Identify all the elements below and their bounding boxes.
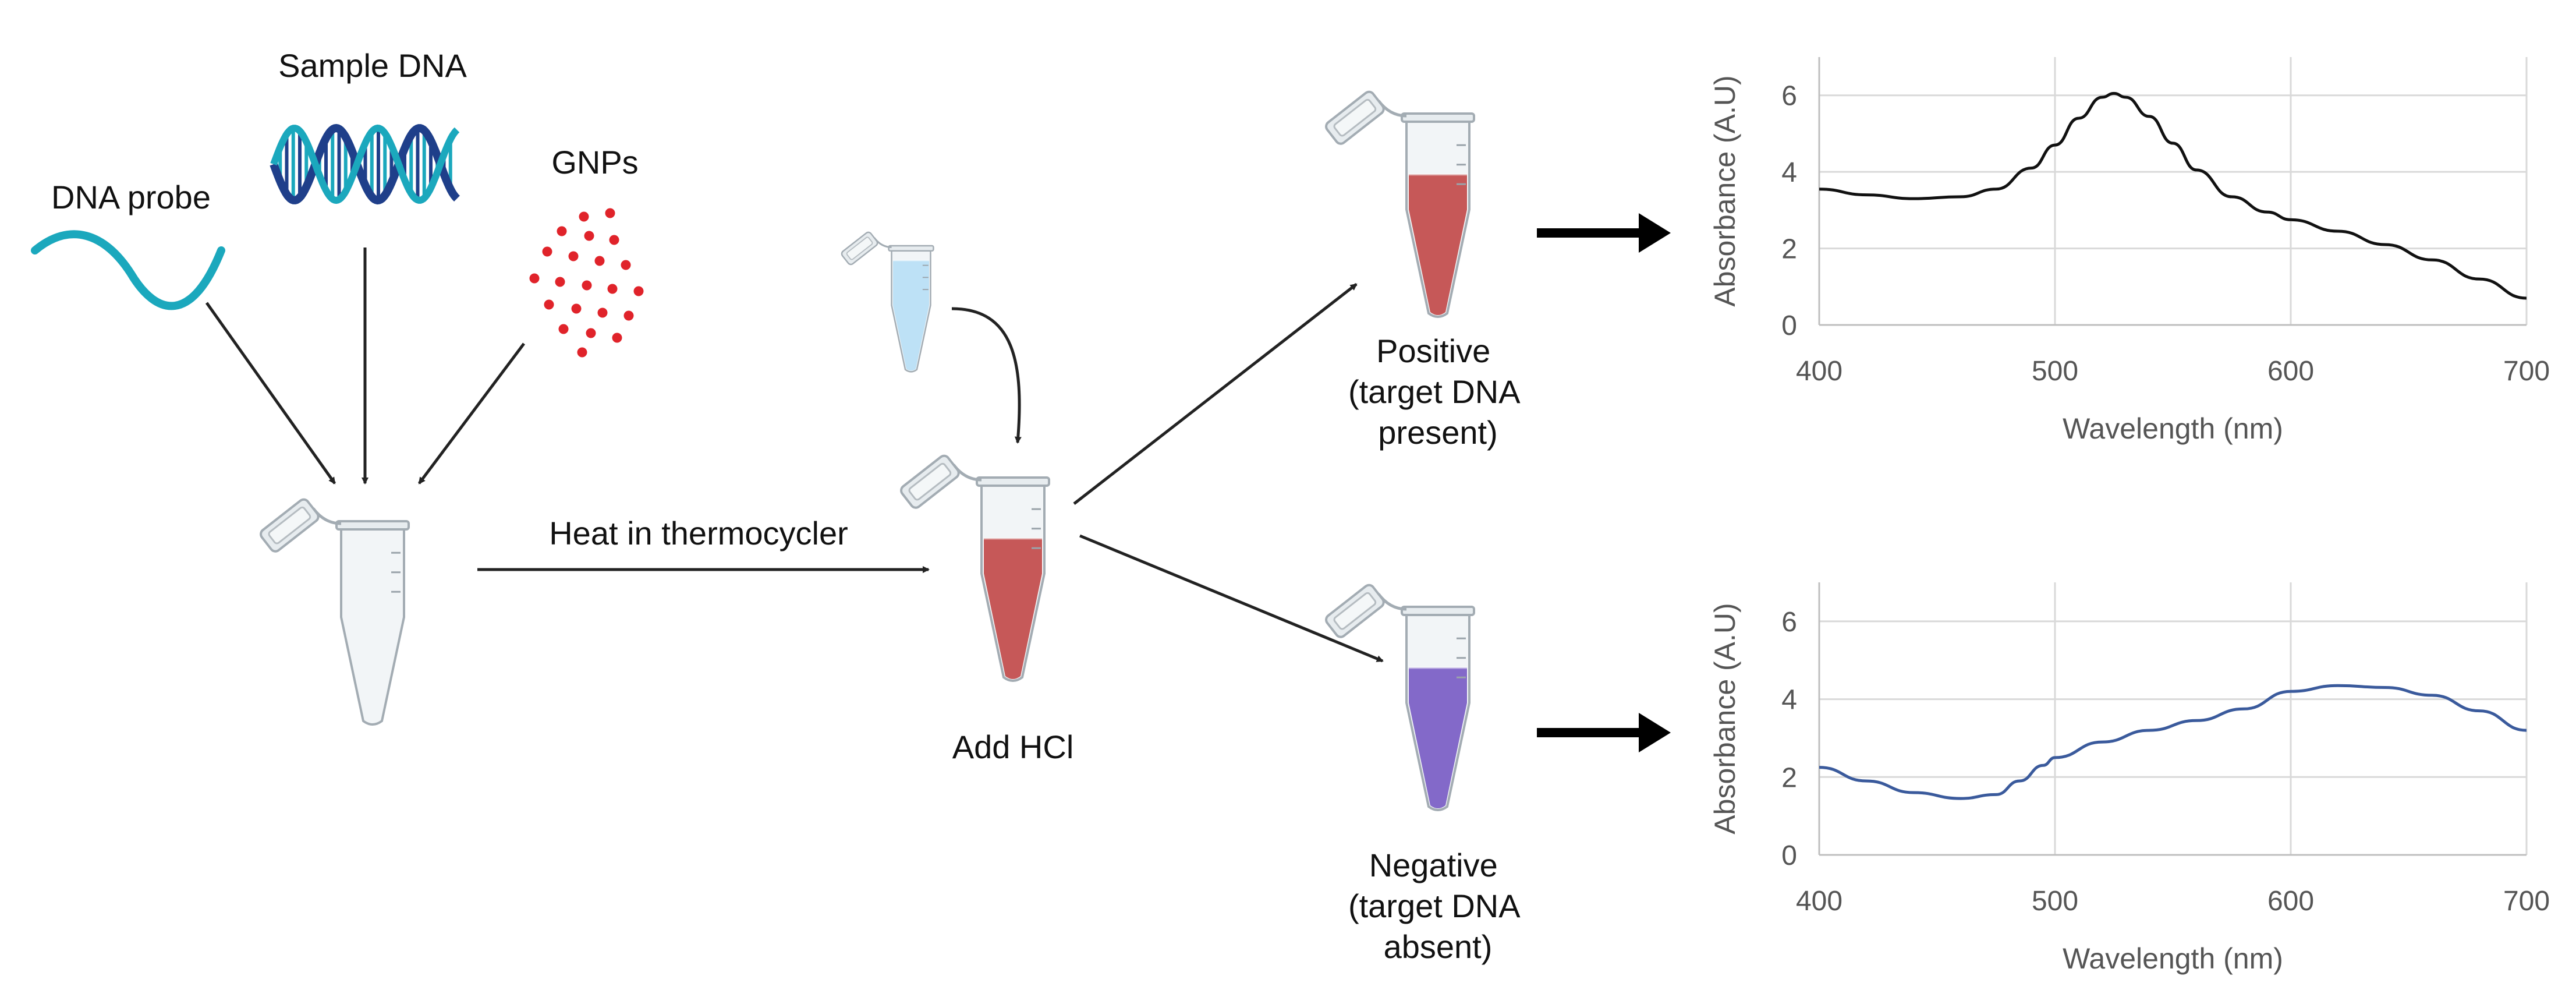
y-axis-title: Absorbance (A.U): [1709, 75, 1741, 306]
positive-tube-icon: [1325, 90, 1475, 318]
gnp-dot: [594, 256, 605, 266]
positive-label: Positive (target DNA present): [1348, 333, 1528, 451]
absorbance-series-line: [1819, 91, 2527, 300]
y-axis-title: Absorbance (A.U): [1709, 603, 1741, 834]
lid-plug: [268, 506, 311, 545]
gnp-dot: [605, 208, 615, 218]
sample-dna-label: Sample DNA: [278, 47, 467, 84]
x-tick-label: 400: [1796, 886, 1842, 917]
arrow-to-negative: [1079, 534, 1384, 663]
y-tick-label: 2: [1781, 234, 1797, 265]
gnps-label: GNPs: [551, 144, 638, 181]
lid-plug: [1333, 592, 1377, 630]
gnp-dot: [577, 347, 587, 358]
gnp-dot: [609, 235, 619, 245]
tube-solution: [1409, 174, 1467, 315]
y-tick-label: 4: [1781, 685, 1797, 716]
negative-tube-icon: [1325, 584, 1475, 811]
arrow-to-negative-chart: [1537, 713, 1671, 752]
positive-label-line2: (target DNA: [1348, 373, 1521, 410]
gnp-dot: [612, 333, 622, 343]
negative-label-line2: (target DNA: [1348, 888, 1521, 924]
negative-label: Negative (target DNA absent): [1348, 847, 1528, 965]
gnp-dot: [579, 211, 589, 222]
x-tick-label: 500: [2032, 886, 2078, 917]
arrow-hcl-curve: [951, 307, 1022, 444]
positive-label-line1: Positive: [1376, 333, 1490, 369]
tube-rim: [1401, 112, 1475, 123]
heat-label: Heat in thermocycler: [549, 515, 848, 552]
gnp-dot: [529, 273, 540, 284]
x-tick-label: 500: [2032, 356, 2078, 387]
x-axis-title: Wavelength (nm): [2063, 412, 2283, 445]
y-tick-label: 6: [1781, 607, 1797, 638]
x-tick-label: 700: [2503, 356, 2550, 387]
y-tick-label: 6: [1781, 81, 1797, 112]
tube-body: [340, 528, 405, 726]
tube-solution: [984, 538, 1042, 679]
x-tick-label: 600: [2267, 886, 2314, 917]
gnp-dot: [557, 226, 567, 236]
hcl-tube-icon: [841, 231, 934, 373]
gnp-dot: [586, 328, 596, 338]
gnps-dots-icon: [529, 208, 644, 358]
x-tick-label: 400: [1796, 356, 1842, 387]
arrow-to-positive: [1073, 283, 1358, 505]
positive-label-line3: present): [1378, 414, 1497, 451]
gnp-dot: [582, 280, 592, 291]
arrow-probe-to-tube: [205, 302, 336, 485]
tube-rim: [335, 520, 410, 531]
dna-helix-icon: [270, 123, 460, 205]
gnp-dot: [568, 251, 579, 261]
lid-plug: [846, 236, 873, 260]
gnp-dot: [571, 303, 582, 314]
tube-lid: [260, 498, 320, 553]
tube-solution: [1409, 667, 1467, 808]
x-axis-title: Wavelength (nm): [2063, 942, 2283, 975]
add-hcl-label: Add HCl: [952, 729, 1074, 765]
helix-strand-a: [270, 123, 460, 205]
helix-strand-b: [270, 124, 460, 204]
gnp-dot: [633, 286, 644, 296]
gnp-dot: [555, 277, 565, 287]
x-tick-label: 600: [2267, 356, 2314, 387]
gnp-dot: [621, 260, 631, 270]
tube-solution: [893, 260, 929, 371]
gnp-dot: [584, 231, 594, 241]
y-tick-label: 4: [1781, 157, 1797, 188]
y-tick-label: 2: [1781, 762, 1797, 793]
negative-label-line3: absent): [1384, 928, 1493, 965]
gnp-dot: [542, 246, 552, 257]
tube-rim: [976, 476, 1050, 487]
x-tick-label: 700: [2503, 886, 2550, 917]
gnp-dot: [623, 310, 634, 321]
gnp-dot: [558, 324, 569, 334]
gnp-dot: [607, 284, 618, 294]
dna-probe-icon: [31, 230, 225, 310]
gnp-dot: [544, 299, 554, 310]
lid-plug: [1333, 98, 1377, 137]
reaction-tube-icon: [900, 454, 1050, 682]
tube-rim: [1401, 606, 1475, 616]
tube-rim: [888, 245, 934, 252]
tube-lid: [841, 231, 878, 266]
arrow-to-positive-chart: [1537, 213, 1671, 253]
gnp-dot: [597, 307, 608, 318]
absorbance-series-line: [1819, 684, 2527, 800]
empty-tube-icon: [260, 498, 410, 726]
arrow-gnps-to-tube: [418, 342, 525, 485]
dna-probe-label: DNA probe: [51, 179, 211, 215]
tube-lid: [900, 454, 960, 509]
y-tick-label: 0: [1781, 840, 1797, 871]
tube-lid: [1325, 584, 1385, 638]
lid-plug: [908, 462, 952, 501]
tube-lid: [1325, 90, 1385, 145]
y-tick-label: 0: [1781, 310, 1797, 341]
negative-label-line1: Negative: [1369, 847, 1498, 883]
